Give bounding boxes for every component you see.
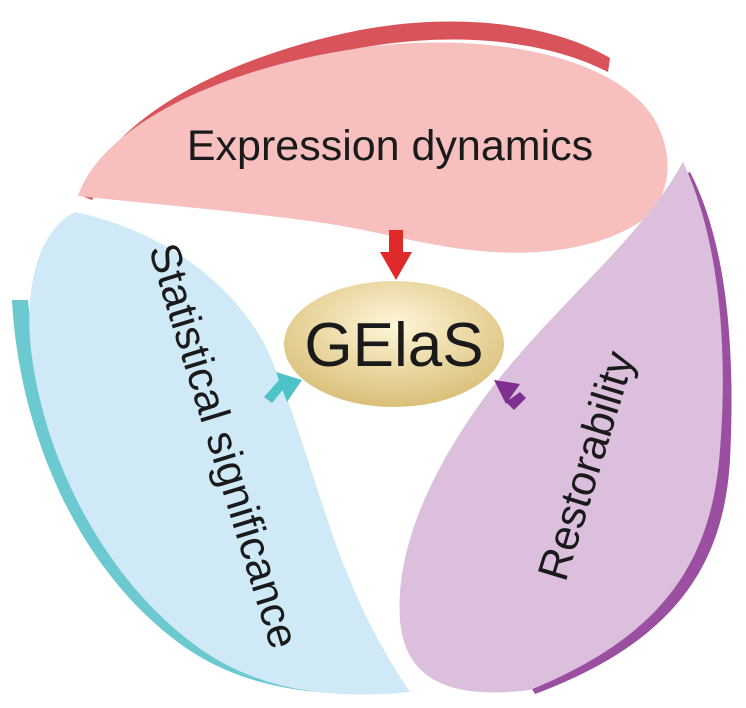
arrow-statistical-to-center [264, 372, 302, 403]
petal-restorability-body [399, 162, 723, 693]
arrow-statistical-head [276, 372, 302, 402]
center-node: GElaS [284, 281, 504, 407]
petal-restorability: Restorability [399, 162, 732, 694]
arrow-expression-head [380, 252, 412, 280]
arrow-statistical-shaft [264, 379, 286, 403]
center-ellipse [284, 281, 504, 407]
center-label: GElaS [304, 311, 483, 380]
petal-statistical-significance: Statistical significance [12, 212, 410, 695]
arrow-restorability-shaft [506, 392, 526, 410]
arrow-restorability-head [494, 380, 520, 404]
petal-expression-dynamics: Expression dynamics [78, 21, 668, 253]
petal-statistical-body [29, 212, 410, 695]
arrow-expression-shaft [389, 230, 403, 254]
petal-expression-label: Expression dynamics [187, 122, 593, 170]
petal-expression-body [78, 42, 668, 253]
petal-expression-edge [82, 21, 610, 200]
arrow-expression-to-center [380, 230, 412, 280]
arrow-restorability-to-center [494, 380, 526, 410]
